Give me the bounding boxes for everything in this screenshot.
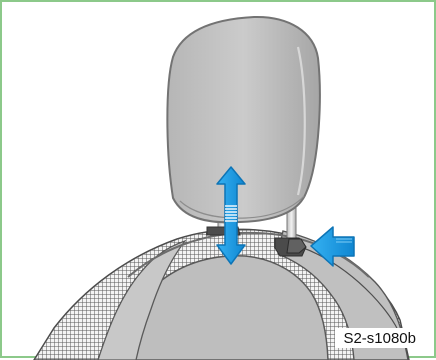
headrest — [167, 17, 319, 222]
figure-label: S2-s1080b — [335, 328, 423, 348]
headrest-cushion — [167, 17, 319, 222]
